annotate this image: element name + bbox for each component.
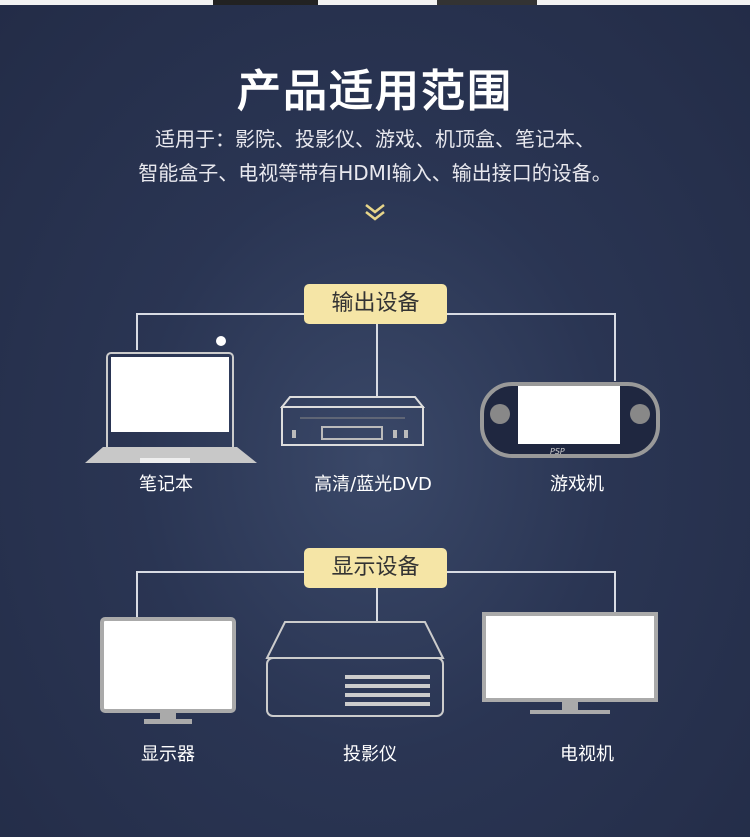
psp-console-icon: PSP: [480, 382, 660, 458]
subtitle-line-2: 智能盒子、电视等带有HDMI输入、输出接口的设备。: [138, 161, 612, 185]
device-label-laptop: 笔记本: [139, 474, 193, 495]
top-image-edge: [0, 0, 750, 5]
connector-line: [614, 571, 616, 615]
svg-text:PSP: PSP: [550, 447, 565, 456]
device-label-monitor: 显示器: [141, 744, 195, 765]
tv-icon: [482, 612, 658, 714]
connector-line: [376, 320, 378, 396]
dvd-player-icon: [280, 396, 425, 446]
device-label-tv: 电视机: [560, 744, 614, 765]
projector-icon: [265, 621, 445, 717]
output-devices-label: 输出设备: [304, 284, 447, 324]
connector-line: [136, 313, 138, 350]
device-label-console: 游戏机: [550, 474, 604, 495]
subtitle-line-1: 适用于：影院、投影仪、游戏、机顶盒、笔记本、: [155, 127, 595, 151]
device-label-dvd: 高清/蓝光DVD: [314, 474, 432, 495]
connector-line: [614, 313, 616, 381]
connector-line: [376, 585, 378, 621]
monitor-icon: [100, 617, 236, 724]
device-label-projector: 投影仪: [343, 744, 397, 765]
page-title: 产品适用范围: [237, 66, 513, 117]
laptop-icon: [85, 336, 257, 463]
display-devices-label: 显示设备: [304, 548, 447, 588]
connector-line: [136, 571, 138, 619]
double-chevron-down-icon: [365, 204, 385, 221]
